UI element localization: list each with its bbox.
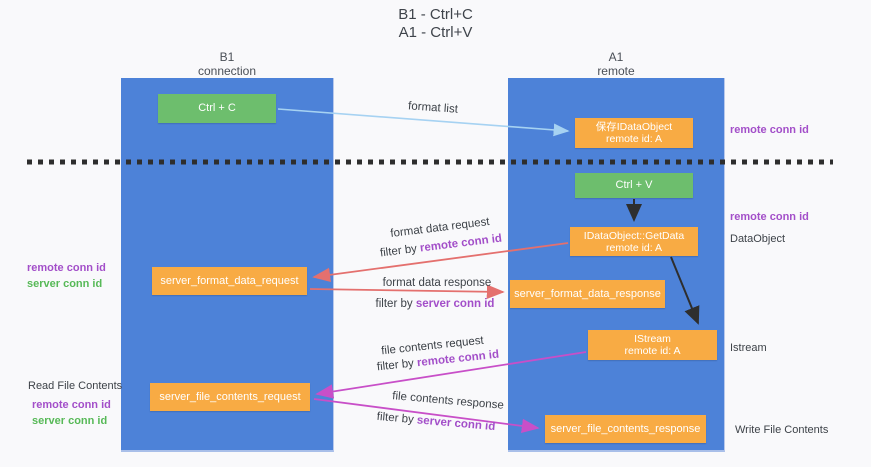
left-label-remote-conn-id-1: remote conn id bbox=[27, 262, 106, 274]
box-save-idataobject: 保存IDataObject remote id: A bbox=[575, 118, 693, 148]
lifeline-header-b1: B1 connection bbox=[121, 50, 333, 78]
box-server-format-data-request-label: server_format_data_request bbox=[160, 274, 299, 287]
box-idataobject-getdata: IDataObject::GetData remote id: A bbox=[570, 227, 698, 256]
left-label-read-file-contents: Read File Contents bbox=[28, 380, 123, 392]
box-server-file-contents-response-label: server_file_contents_response bbox=[550, 422, 701, 435]
lifeline-a1-name: A1 bbox=[608, 50, 624, 64]
lifeline-header-a1: A1 remote bbox=[508, 50, 724, 78]
box-server-format-data-response: server_format_data_response bbox=[510, 280, 665, 308]
arrow-format-data-response bbox=[309, 284, 505, 299]
remote-conn-id-text: remote conn id bbox=[419, 232, 503, 255]
label-format-list: format list bbox=[407, 100, 459, 116]
filter-prefix: filter by bbox=[375, 298, 416, 310]
lifeline-b1-name: B1 bbox=[219, 50, 235, 64]
server-conn-id-text: server conn id bbox=[416, 414, 496, 434]
box-ctrl-c: Ctrl + C bbox=[158, 94, 276, 123]
box-ctrl-v: Ctrl + V bbox=[575, 173, 693, 198]
box-istream-line1: IStream bbox=[634, 333, 671, 345]
box-server-file-contents-request: server_file_contents_request bbox=[150, 383, 310, 411]
box-istream: IStream remote id: A bbox=[588, 330, 717, 360]
box-server-format-data-request: server_format_data_request bbox=[152, 267, 307, 295]
box-idataobject-getdata-line2: remote id: A bbox=[605, 241, 663, 254]
right-label-istream: Istream bbox=[730, 342, 767, 354]
left-label-remote-conn-id-2: remote conn id bbox=[32, 399, 111, 411]
box-ctrl-v-label: Ctrl + V bbox=[615, 179, 653, 191]
right-label-remote-conn-id-2: remote conn id bbox=[730, 211, 809, 223]
right-label-dataobject: DataObject bbox=[730, 233, 786, 245]
lifeline-b1-role: connection bbox=[197, 64, 257, 78]
right-label-write-file-contents: Write File Contents bbox=[735, 424, 829, 436]
right-label-remote-conn-id-1: remote conn id bbox=[730, 124, 809, 136]
filter-prefix: filter by bbox=[379, 242, 421, 260]
diagram-title: B1 - Ctrl+C A1 - Ctrl+V bbox=[0, 6, 871, 42]
box-istream-line2: remote id: A bbox=[624, 345, 681, 357]
filter-prefix: filter by bbox=[376, 357, 418, 374]
lifeline-a1-role: remote bbox=[597, 64, 635, 78]
title-line-2: A1 - Ctrl+V bbox=[398, 24, 473, 41]
box-save-idataobject-line2: remote id: A bbox=[605, 133, 663, 145]
label-file-contents-response: file contents response bbox=[391, 390, 505, 412]
server-conn-id-text: server conn id bbox=[415, 298, 495, 310]
box-idataobject-getdata-line1: IDataObject::GetData bbox=[583, 229, 685, 242]
label-format-data-response: format data response bbox=[382, 277, 492, 289]
box-ctrl-c-label: Ctrl + C bbox=[198, 102, 236, 114]
box-server-format-data-response-label: server_format_data_response bbox=[514, 287, 661, 300]
box-save-idataobject-line1: 保存IDataObject bbox=[595, 121, 673, 133]
title-line-1: B1 - Ctrl+C bbox=[398, 6, 473, 23]
left-label-server-conn-id-2: server conn id bbox=[32, 415, 108, 427]
label-filter-server-2: filter by server conn id bbox=[373, 411, 500, 434]
box-server-file-contents-request-label: server_file_contents_request bbox=[159, 390, 301, 403]
label-filter-server-1: filter by server conn id bbox=[372, 298, 498, 310]
box-server-file-contents-response: server_file_contents_response bbox=[545, 415, 706, 443]
filter-prefix: filter by bbox=[376, 410, 418, 427]
left-label-server-conn-id-1: server conn id bbox=[27, 278, 103, 290]
